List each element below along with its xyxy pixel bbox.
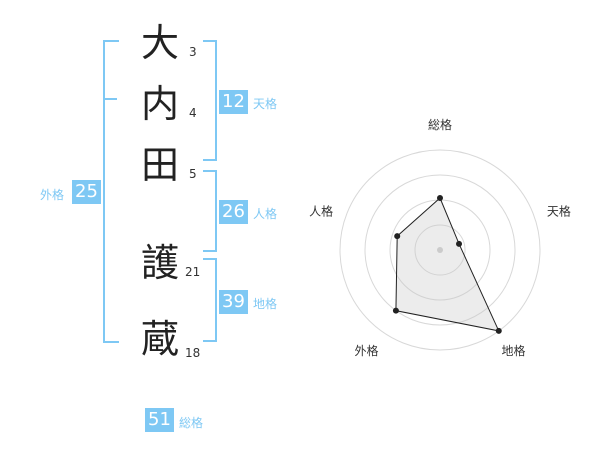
tenkaku-label: 天格	[253, 97, 278, 111]
stroke-count-5: 18	[185, 346, 201, 360]
radar-point-5	[394, 233, 401, 240]
radar-polygon	[395, 197, 500, 332]
radar-ring	[414, 224, 466, 276]
chikaku-badge: 39	[219, 290, 248, 314]
jinkaku-badge: 26	[219, 200, 248, 224]
soukaku-badge: 51	[145, 408, 174, 432]
radar-area	[395, 197, 500, 332]
radar-axis-label: 総格	[428, 117, 452, 132]
radar-axis-label: 天格	[547, 203, 571, 218]
name-char-2: 内	[140, 82, 179, 126]
radar-point-2	[456, 240, 463, 247]
gaikaku-label: 外格	[40, 188, 65, 202]
stroke-count-1: 3	[189, 45, 197, 59]
radar-points	[392, 195, 502, 334]
radar-ring	[364, 174, 516, 326]
radar-point-4	[392, 307, 399, 314]
radar-axis-label: 地格	[501, 343, 525, 358]
name-char-5: 蔵	[140, 317, 179, 361]
tenkaku-bracket	[203, 40, 217, 161]
radar-ring	[339, 149, 541, 351]
radar-axis-label: 人格	[309, 203, 333, 218]
gaikaku-bracket	[103, 40, 119, 343]
radar-point-3	[495, 327, 502, 334]
radar-axis-label: 外格	[355, 343, 379, 358]
stroke-count-2: 4	[189, 106, 197, 120]
stroke-count-3: 5	[189, 167, 197, 181]
chikaku-bracket	[203, 258, 217, 342]
name-char-4: 護	[140, 241, 179, 285]
jinkaku-label: 人格	[253, 207, 278, 221]
tenkaku-badge: 12	[219, 90, 248, 114]
gaikaku-divider-tick	[105, 98, 117, 100]
radar-point-1	[437, 195, 443, 201]
stroke-count-4: 21	[185, 265, 201, 279]
chikaku-label: 地格	[253, 297, 278, 311]
name-char-3: 田	[140, 143, 179, 187]
jinkaku-bracket	[203, 170, 217, 252]
soukaku-label: 総格	[179, 416, 204, 430]
radar-center-dot	[437, 247, 443, 253]
gaikaku-badge: 25	[72, 180, 101, 204]
name-char-1: 大	[140, 21, 179, 65]
